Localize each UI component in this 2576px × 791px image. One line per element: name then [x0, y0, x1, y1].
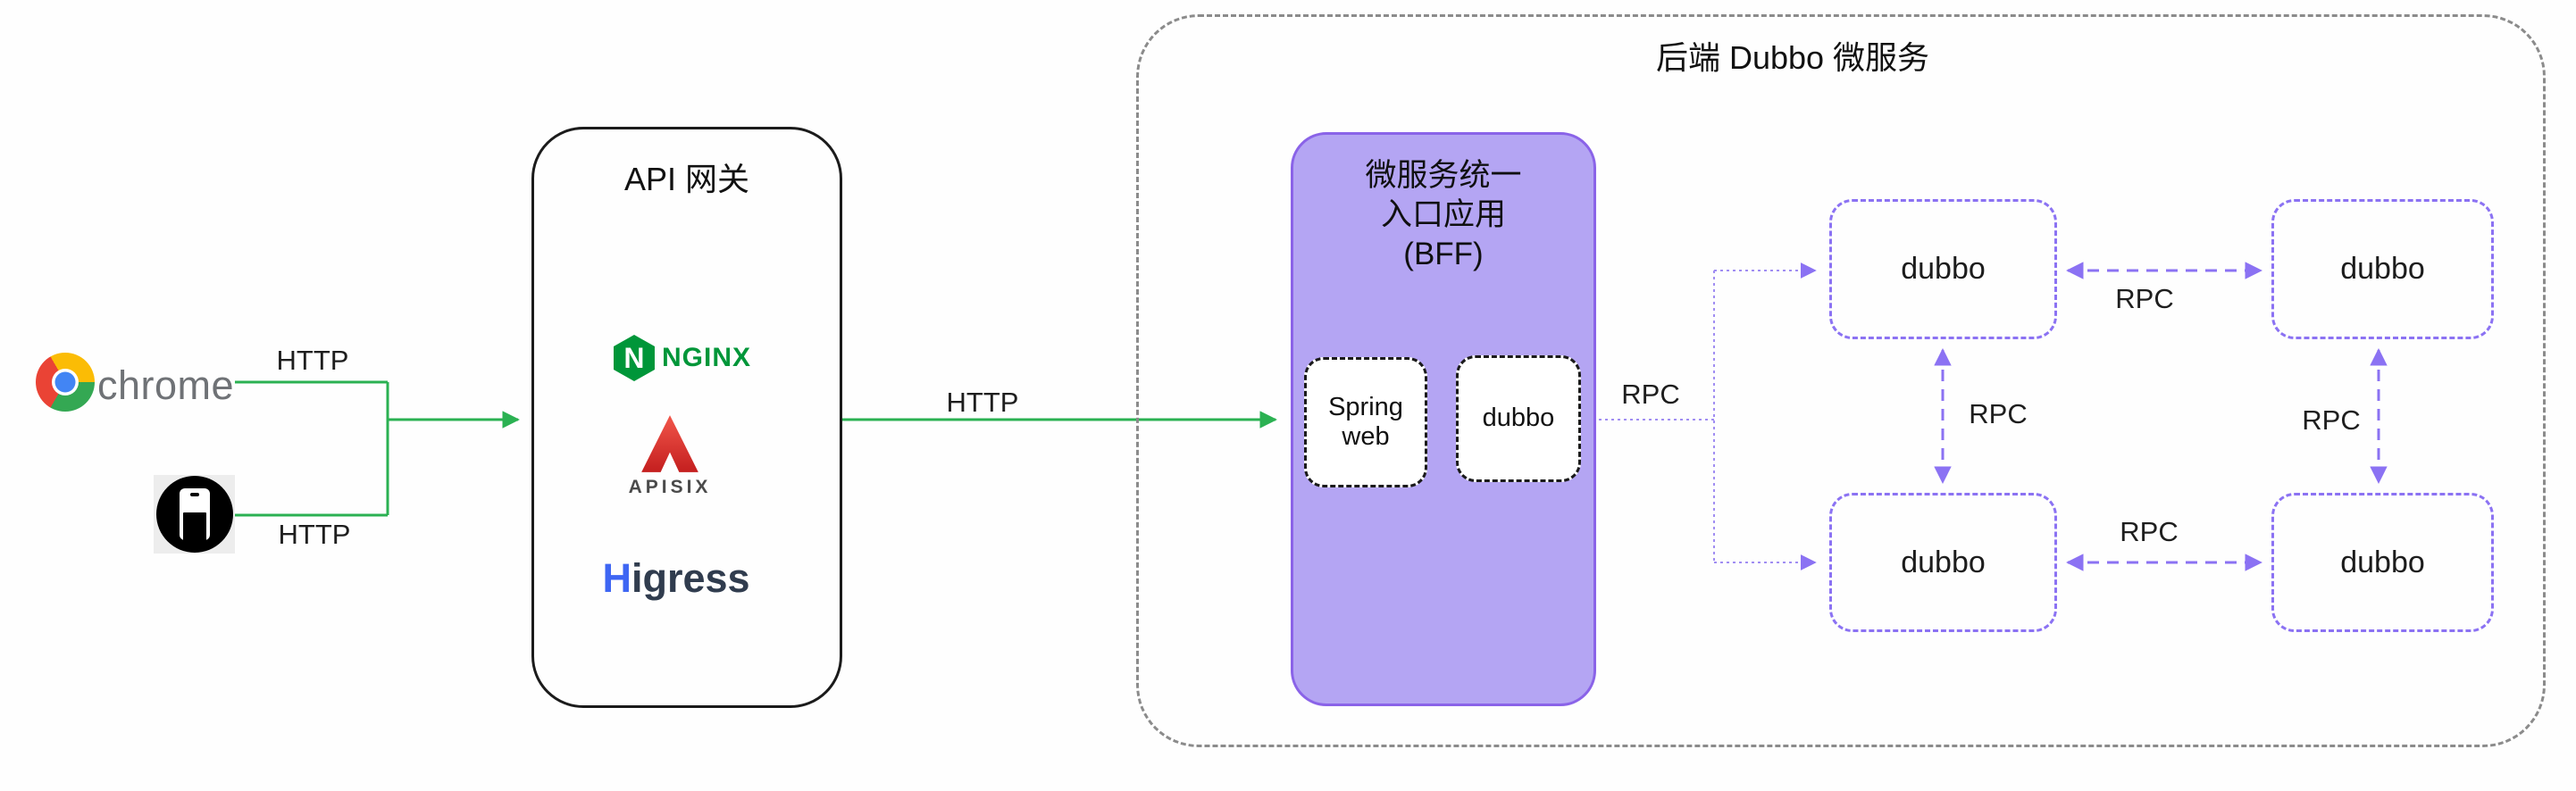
- chrome-label: chrome: [97, 362, 235, 408]
- rpc-label-bottom: RPC: [2120, 516, 2179, 547]
- higress-logo: Higress: [602, 555, 749, 602]
- bff-title-line3: (BFF): [1403, 237, 1484, 271]
- backend-dubbo-container: [1136, 14, 2546, 747]
- bff-title-line2: 入口应用: [1380, 197, 1507, 232]
- http-label-mobile: HTTP: [278, 519, 351, 550]
- bff-dubbo-node: dubbo: [1456, 355, 1581, 482]
- spring-web-node: Spring web: [1304, 357, 1427, 487]
- chrome-icon: [36, 353, 95, 412]
- apisix-icon: [641, 415, 698, 472]
- api-gateway-title: API 网关: [623, 161, 750, 197]
- http-label-chrome: HTTP: [276, 345, 349, 376]
- mobile-phone-home-button: [191, 531, 197, 537]
- nginx-hexagon-icon: N: [613, 335, 655, 381]
- mobile-phone-body: [179, 488, 210, 545]
- mobile-phone-circle: [155, 476, 233, 553]
- backend-dubbo-title: 后端 Dubbo 微服务: [1655, 39, 1930, 76]
- mobile-phone-speaker: [189, 493, 199, 496]
- http-label-gateway: HTTP: [946, 387, 1019, 418]
- bff-title-line1: 微服务统一: [1365, 158, 1522, 193]
- chrome-icon-core: [54, 371, 76, 393]
- dubbo-service-bottom-left: dubbo: [1829, 493, 2057, 632]
- api-gateway-box: [531, 127, 842, 708]
- rpc-label-bff: RPC: [1621, 379, 1680, 410]
- bff-title: 微服务统一 入口应用 (BFF): [1365, 156, 1521, 274]
- rpc-label-top: RPC: [2115, 283, 2174, 314]
- higress-wordmark: igress: [631, 555, 750, 601]
- dubbo-service-bottom-right: dubbo: [2271, 493, 2494, 632]
- higress-h-icon: H: [602, 555, 631, 601]
- dubbo-service-top-right: dubbo: [2271, 199, 2494, 339]
- apisix-wordmark: APISIX: [628, 477, 712, 497]
- nginx-wordmark: NGINX: [661, 343, 752, 372]
- mobile-phone-icon: [154, 475, 235, 554]
- dubbo-service-top-left: dubbo: [1829, 199, 2057, 339]
- rpc-label-left: RPC: [1969, 398, 2028, 429]
- nginx-logo: N NGINX: [613, 335, 752, 381]
- rpc-label-right: RPC: [2302, 404, 2361, 436]
- mobile-phone-screen: [182, 512, 206, 545]
